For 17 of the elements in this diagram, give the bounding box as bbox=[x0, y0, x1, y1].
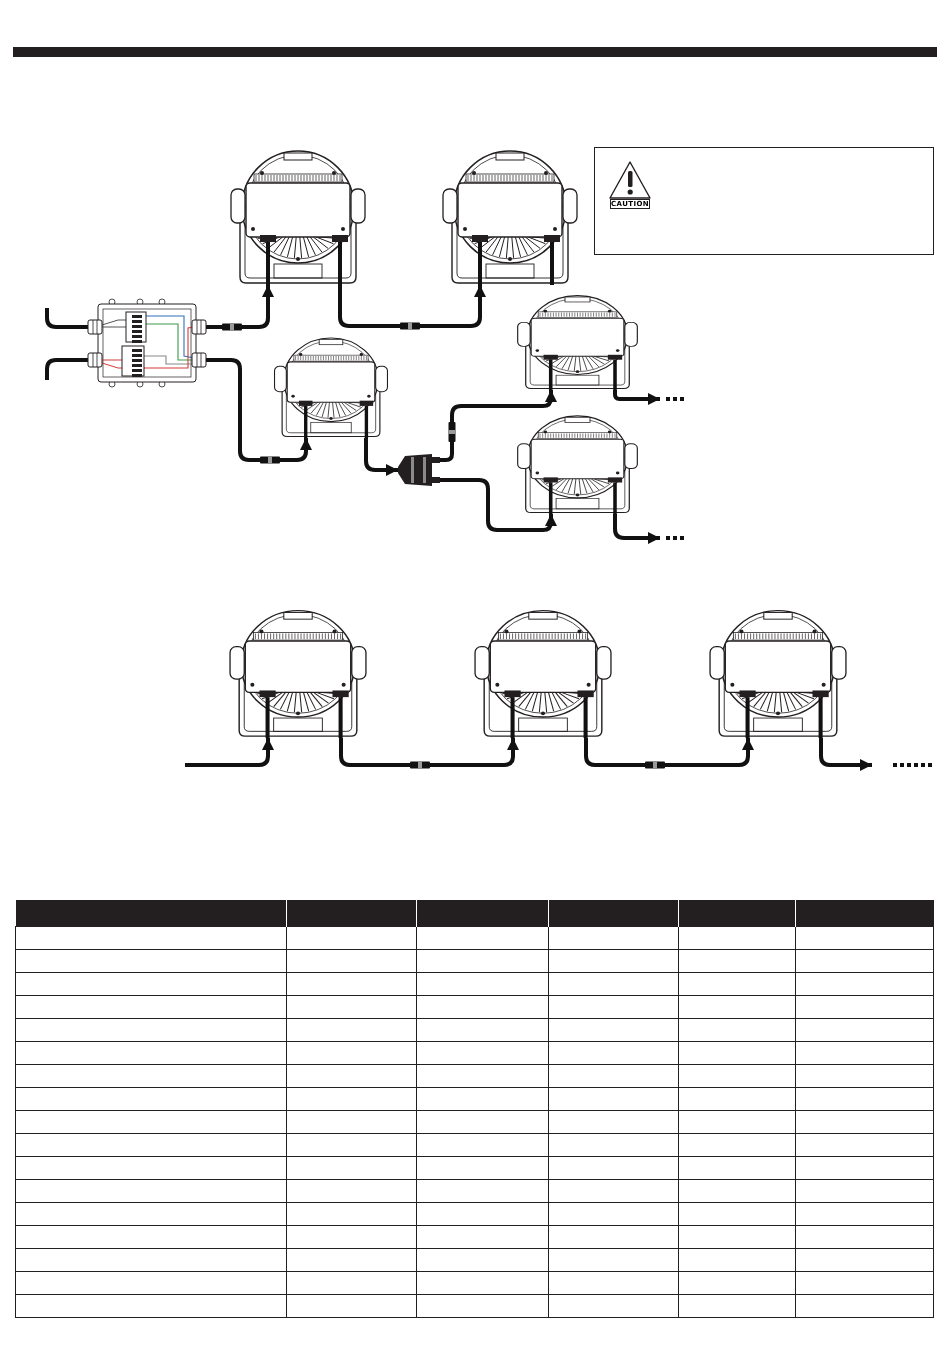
cable-arrow bbox=[440, 390, 557, 462]
cable-arrow bbox=[819, 738, 872, 771]
junction-box-drawing bbox=[88, 298, 206, 388]
caution-box bbox=[594, 147, 934, 255]
cable-arrow bbox=[613, 390, 660, 405]
cable-arrow bbox=[206, 358, 312, 462]
cable-arrow bbox=[339, 738, 519, 767]
cable-arrow bbox=[206, 285, 274, 329]
cable-line bbox=[45, 308, 88, 329]
cable-arrow bbox=[440, 478, 557, 532]
cable-arrow bbox=[338, 285, 486, 328]
cable-arrow bbox=[364, 438, 398, 476]
cable-arrow bbox=[584, 738, 754, 767]
y-splitter-drawing bbox=[398, 452, 440, 488]
cable-arrow bbox=[185, 738, 274, 767]
cable-arrow bbox=[613, 514, 660, 544]
cable-line bbox=[45, 358, 88, 380]
